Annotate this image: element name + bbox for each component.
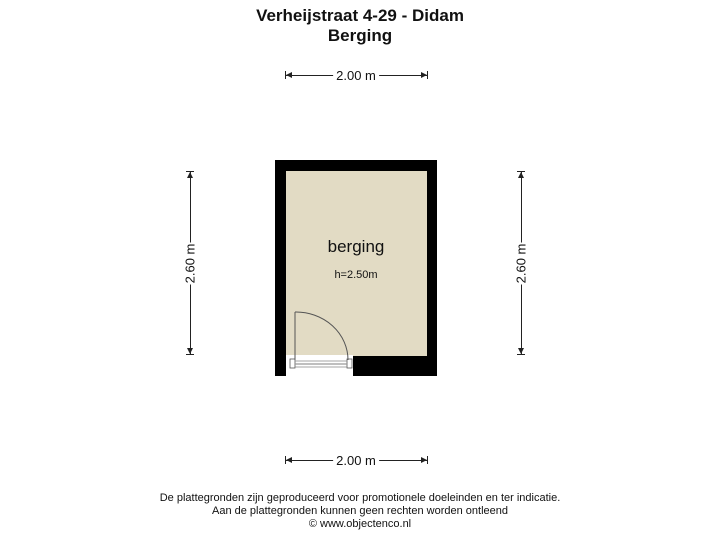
arrow-down-icon [518, 348, 524, 354]
room-name-label: berging [327, 237, 385, 256]
door-swing-arc [294, 311, 349, 361]
floor-plan-drawing [275, 160, 437, 376]
right-depth-label: 2.60 m [511, 242, 531, 285]
address-title: Verheijstraat 4-29 - Didam [256, 6, 464, 25]
arrow-right-icon [421, 72, 427, 78]
left-depth-dimension: 2.60 m [180, 171, 200, 355]
top-width-dimension: 2.00 m [285, 68, 428, 83]
arrow-right-icon [421, 457, 427, 463]
bottom-width-label: 2.00 m [333, 453, 379, 468]
room-title: Berging [327, 26, 393, 45]
disclaimer-line-1: De plattegronden zijn geproduceerd voor … [159, 492, 561, 504]
room-height-label: h=2.50m [334, 269, 378, 281]
right-depth-dimension: 2.60 m [511, 171, 531, 355]
copyright-line: © www.objectenco.nl [308, 518, 412, 530]
room-floor [286, 171, 427, 356]
top-width-label: 2.00 m [333, 68, 379, 83]
disclaimer-line-2: Aan de plattegronden kunnen geen rechten… [211, 505, 508, 517]
floor-plan: berging h=2.50m [275, 160, 437, 376]
arrow-down-icon [187, 348, 193, 354]
disclaimer-footer: De plattegronden zijn geproduceerd voor … [0, 492, 720, 531]
bottom-width-dimension: 2.00 m [285, 453, 428, 468]
left-depth-label: 2.60 m [180, 242, 200, 285]
